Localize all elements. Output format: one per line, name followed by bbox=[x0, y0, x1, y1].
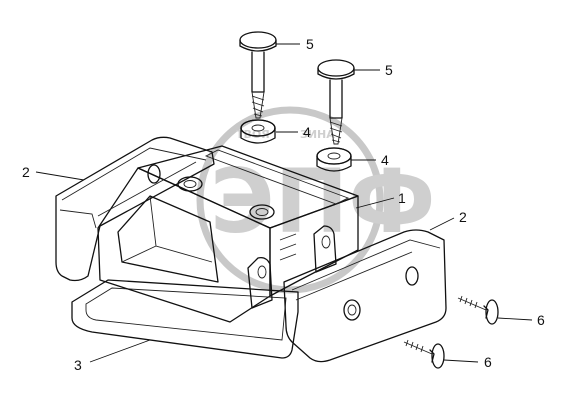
callout-6-lower: 6 bbox=[484, 354, 492, 370]
washer-upper bbox=[240, 119, 276, 144]
screw-left bbox=[239, 31, 277, 119]
right-cover bbox=[283, 229, 447, 363]
callout-4-upper: 4 bbox=[303, 124, 311, 140]
screw-right bbox=[317, 59, 355, 145]
callout-5-left: 5 bbox=[306, 36, 314, 52]
rivet-upper bbox=[457, 295, 499, 325]
leader-lines bbox=[35, 43, 533, 363]
watermark-small-left: ТВОЯ bbox=[236, 128, 270, 141]
left-cover bbox=[55, 136, 215, 282]
callout-3: 3 bbox=[74, 357, 82, 373]
callout-5-right: 5 bbox=[385, 62, 393, 78]
watermark-big-letters: ЭПФ bbox=[210, 150, 436, 253]
callout-6-upper: 6 bbox=[537, 312, 545, 328]
rivet-lower bbox=[403, 339, 445, 369]
base-plate bbox=[71, 279, 299, 359]
callout-2-left: 2 bbox=[22, 164, 30, 180]
callout-4-lower: 4 bbox=[381, 152, 389, 168]
callout-2-right: 2 bbox=[459, 209, 467, 225]
callout-1: 1 bbox=[398, 190, 406, 206]
watermark-small-right: ЗИНА bbox=[300, 128, 335, 141]
watermark: ТВОЯ ЗИНА ЭПФ bbox=[196, 106, 436, 294]
washer-lower bbox=[316, 147, 352, 172]
